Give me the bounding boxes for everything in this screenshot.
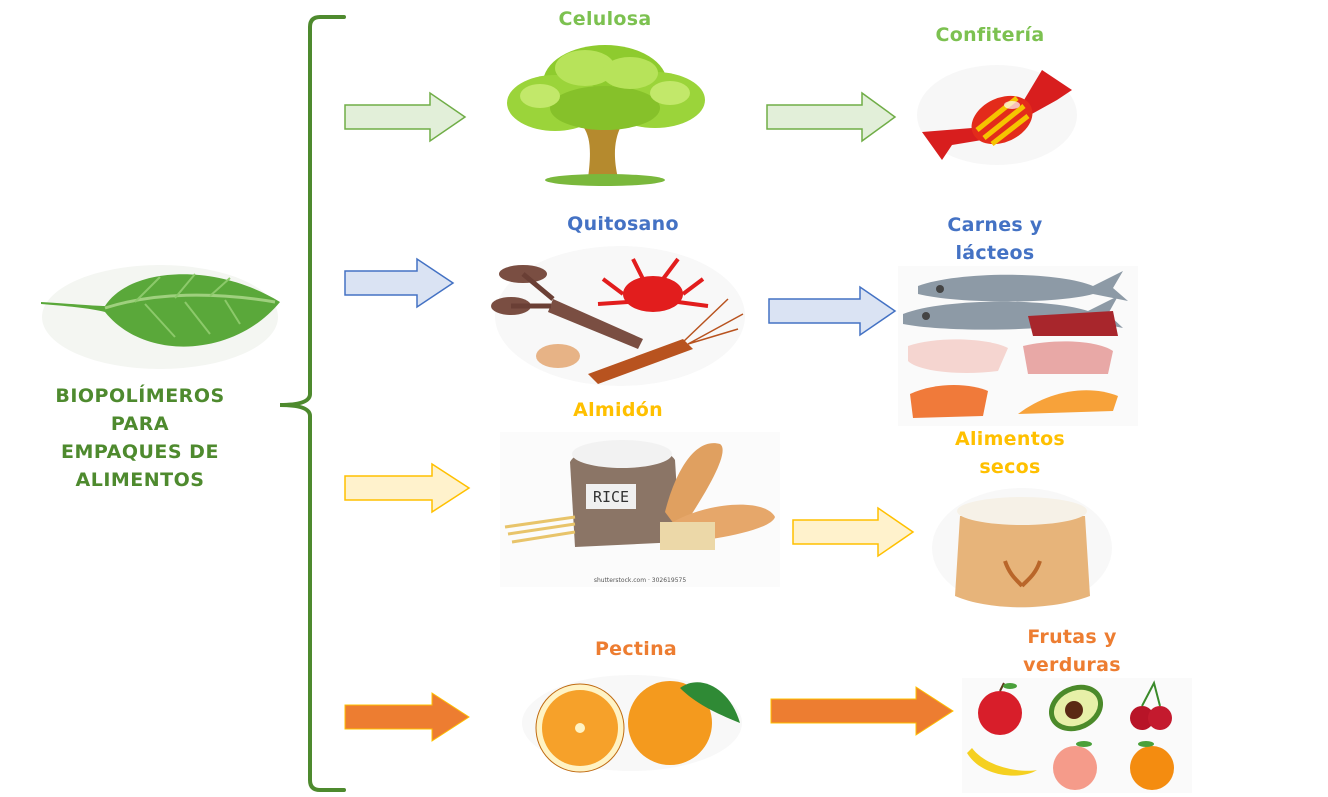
meat-fish-icon <box>898 266 1138 426</box>
application-label-line: Confitería <box>935 24 1045 46</box>
application-label-line: secos <box>979 456 1041 478</box>
main-title-line: EMPAQUES DE <box>61 441 219 463</box>
tree-icon <box>507 45 705 186</box>
application-label-line: verduras <box>1023 654 1121 676</box>
application-label-line: Carnes y <box>947 214 1043 236</box>
application-label-frutas: Frutas y verduras <box>972 623 1172 679</box>
application-label-secos: Alimentos secos <box>910 425 1110 481</box>
application-label-line: lácteos <box>955 242 1035 264</box>
arrow-confiteria <box>766 91 897 143</box>
application-label-confiteria: Confitería <box>890 21 1090 49</box>
arrow-celulosa <box>344 91 467 143</box>
crustaceans-icon <box>491 246 745 386</box>
rice-label: RICE <box>593 488 629 506</box>
fruits-icon <box>962 678 1192 793</box>
main-title-line: BIOPOLÍMEROS <box>55 385 225 407</box>
arrow-quitosano <box>344 257 455 309</box>
grain-sack-icon <box>932 488 1112 608</box>
leaf-icon <box>41 265 280 369</box>
bracket <box>279 15 346 792</box>
orange-icon <box>522 675 742 773</box>
biopolymer-label-pectina: Pectina <box>594 638 678 660</box>
image-caption: shutterstock.com · 302619575 <box>594 577 687 584</box>
main-title-line: ALIMENTOS <box>75 469 205 491</box>
rice-bread-icon: RICE shutterstock.com · 302619575 <box>500 432 780 587</box>
biopolymer-label-quitosano: Quitosano <box>567 213 679 235</box>
main-title-line: PARA <box>110 413 170 435</box>
arrow-frutas <box>770 686 954 736</box>
candy-icon <box>917 65 1077 165</box>
arrow-pectina <box>344 692 470 742</box>
arrow-secos <box>792 506 915 558</box>
biopolymer-label-almidon: Almidón <box>573 399 663 421</box>
arrow-almidon <box>344 462 471 514</box>
arrow-carnes <box>768 285 897 337</box>
application-label-carnes: Carnes y lácteos <box>895 211 1095 267</box>
application-label-line: Frutas y <box>1027 626 1117 648</box>
application-label-line: Alimentos <box>954 428 1066 450</box>
main-title: BIOPOLÍMEROS PARA EMPAQUES DE ALIMENTOS <box>20 382 260 494</box>
biopolymer-label-celulosa: Celulosa <box>558 8 652 30</box>
